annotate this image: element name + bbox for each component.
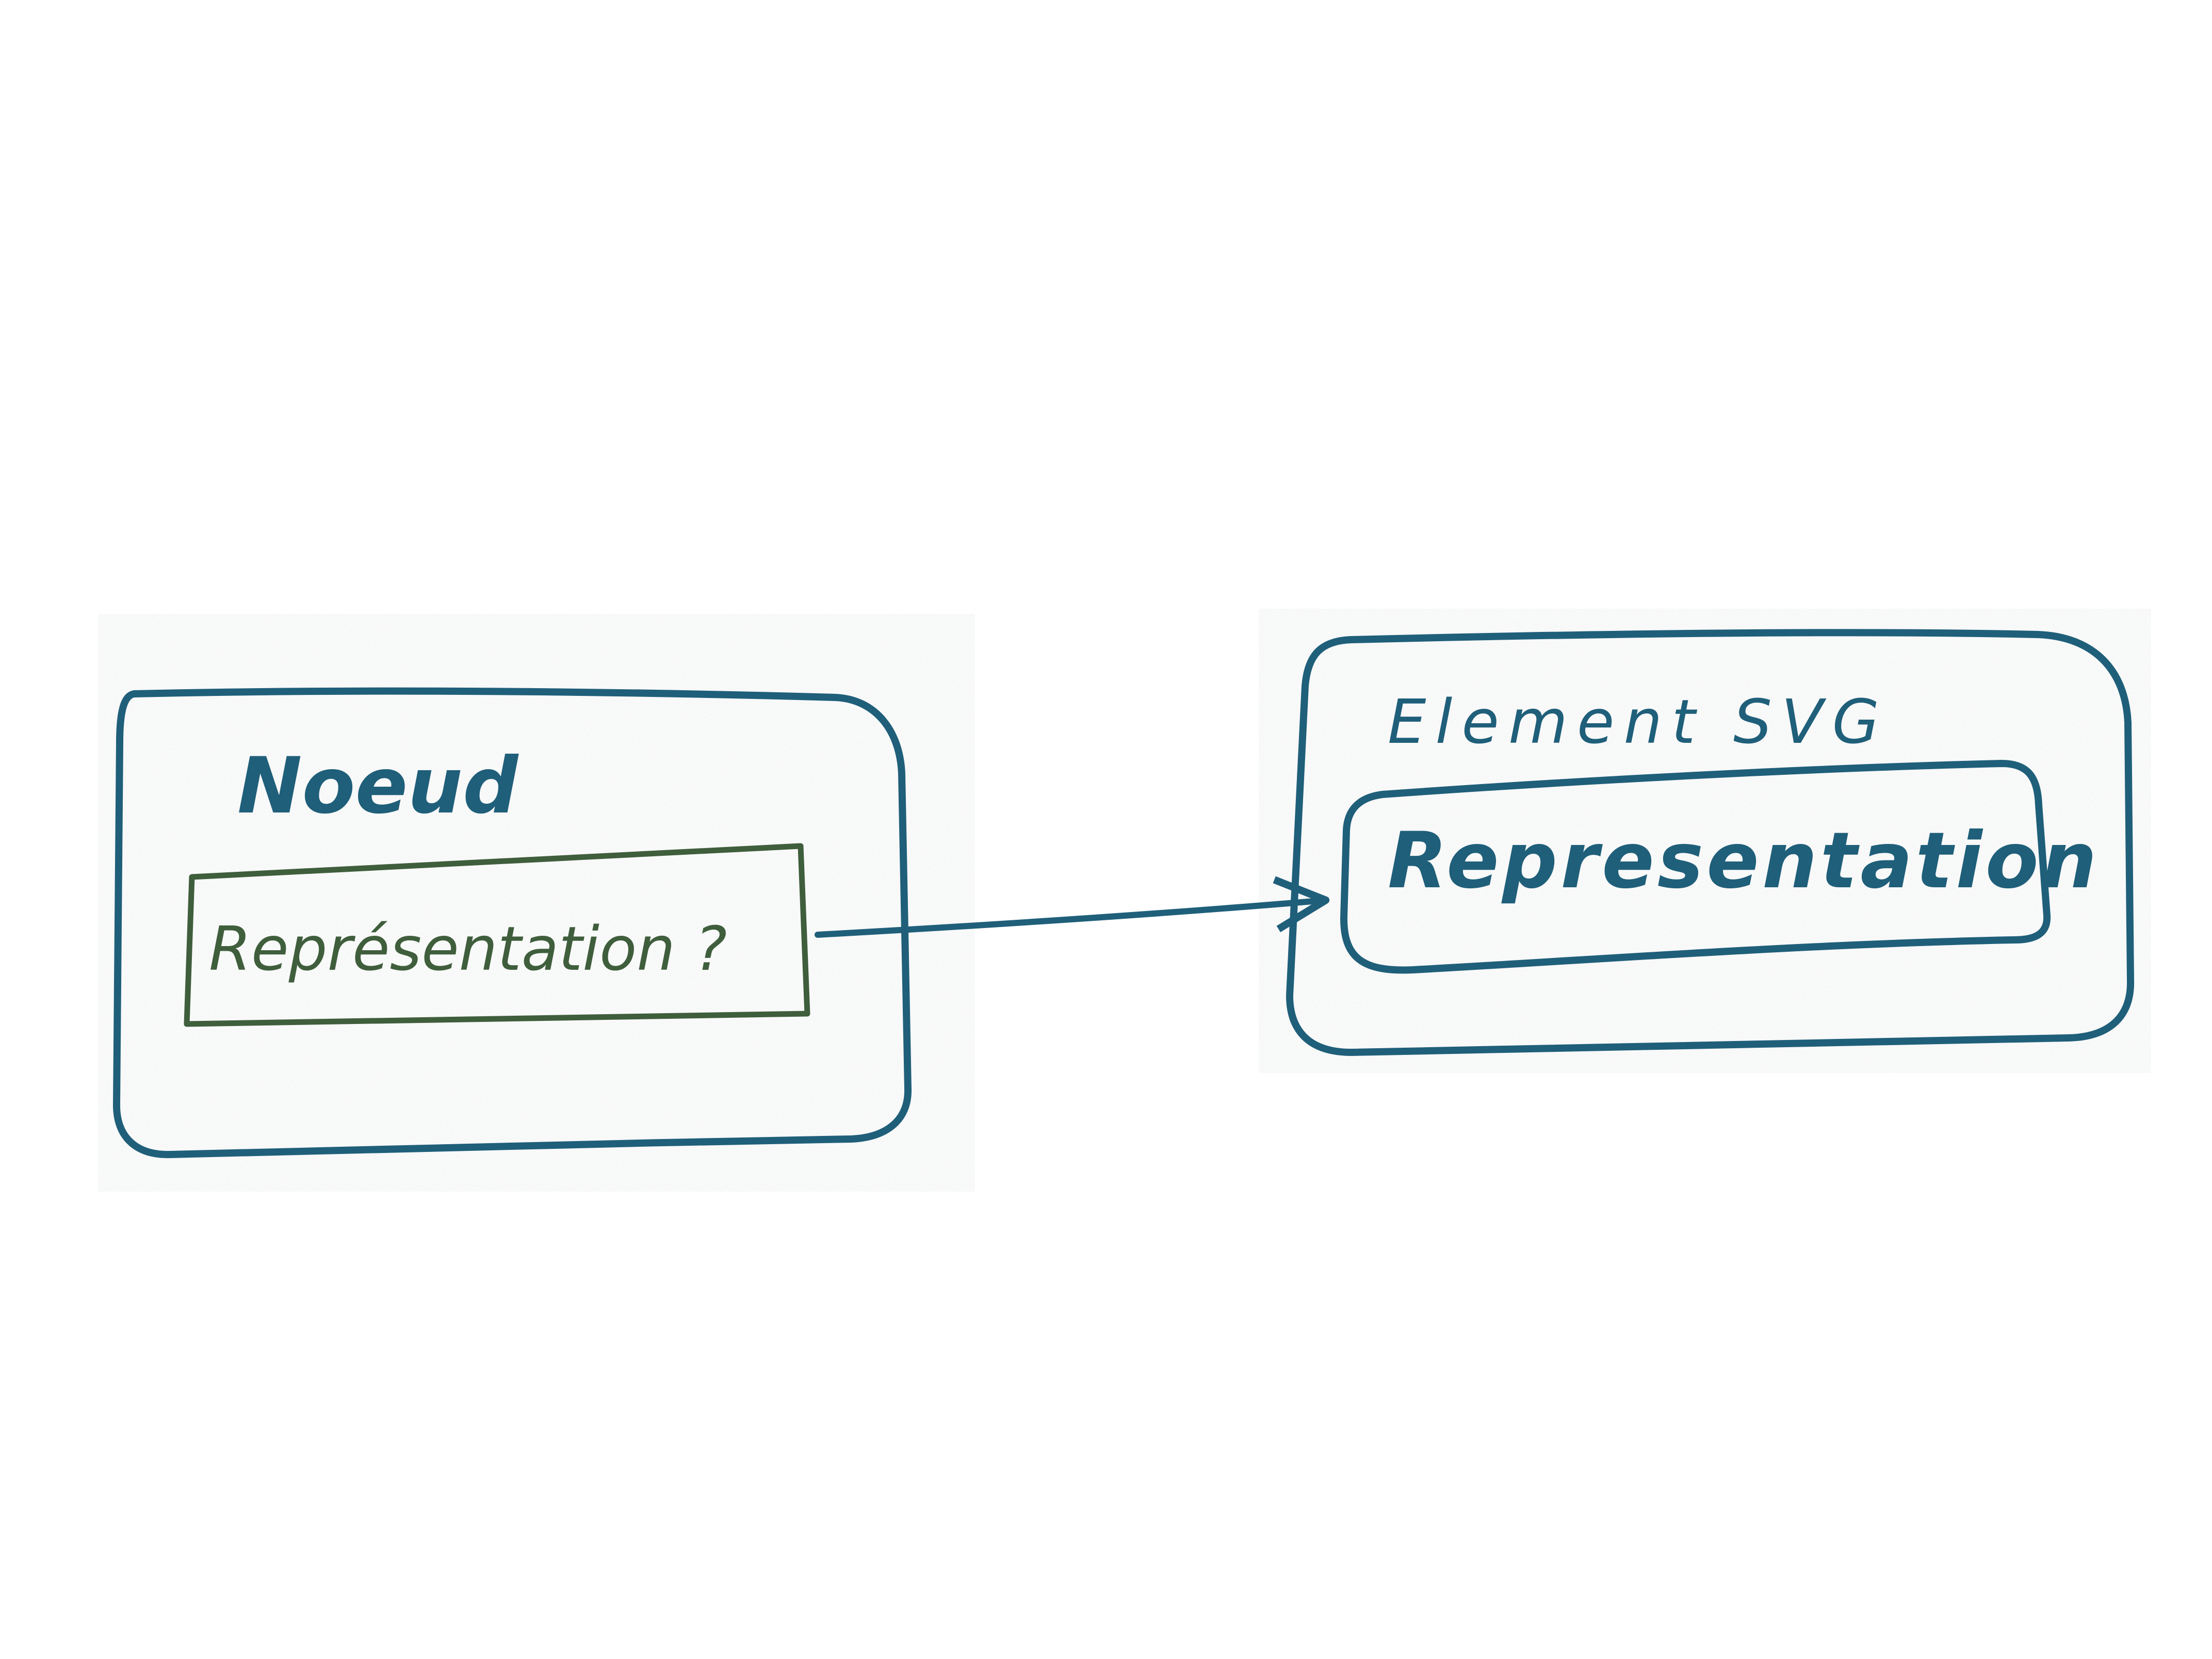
svg-element-representation-box: [1340, 760, 2051, 974]
node-representation-label: Représentation ?: [209, 913, 727, 984]
svg-element-box-outline: [1286, 629, 2135, 1056]
svg-element-title: Element SVG: [1388, 686, 1889, 757]
mapping-arrow: [815, 876, 1330, 938]
node-title: Noeud: [237, 741, 519, 831]
node-box-outline: [112, 687, 912, 1159]
svg-element-box: Element SVG Representation: [1286, 629, 2135, 1056]
svg-element-representation-label: Representation: [1388, 816, 2100, 906]
paper-texture: [98, 609, 2151, 1192]
node-representation-box: [184, 843, 810, 1027]
node-box: Noeud Représentation ?: [112, 687, 912, 1159]
